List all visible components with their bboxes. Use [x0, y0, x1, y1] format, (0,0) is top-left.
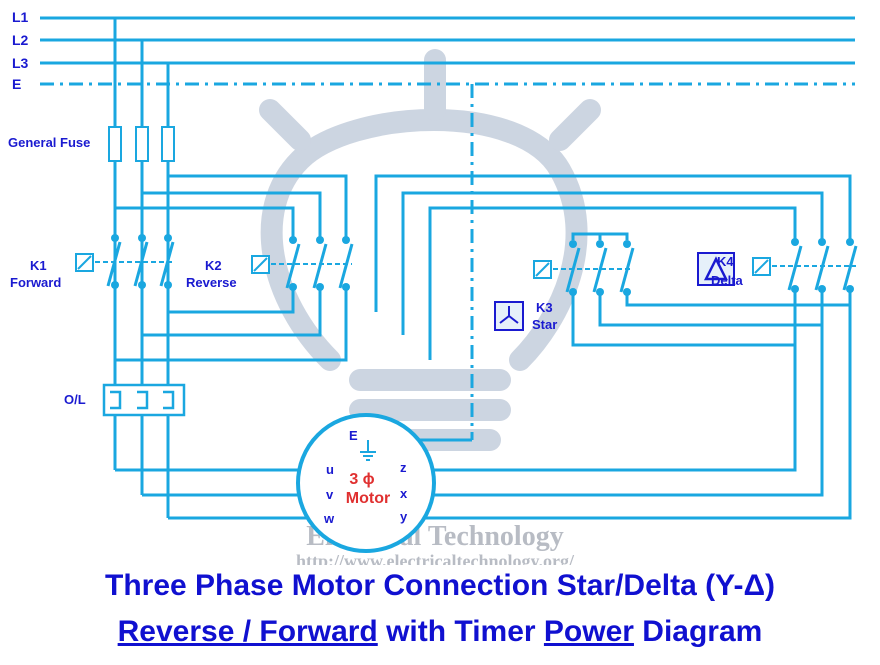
label-k2-reverse: Reverse [186, 275, 237, 290]
label-k3-star: Star [532, 317, 557, 332]
label-general-fuse: General Fuse [8, 135, 90, 150]
general-fuses [108, 126, 175, 162]
power-diagram: Electrical Technology http://www.electri… [8, 9, 858, 565]
diagram-title-line1: Three Phase Motor Connection Star/Delta … [105, 569, 775, 602]
delta-symbol-icon [697, 252, 735, 286]
label-k1: K1 [30, 258, 47, 273]
terminal-x: x [400, 486, 408, 501]
label-k4: K4 [717, 254, 734, 269]
label-k1-forward: Forward [10, 275, 61, 290]
label-l1: L1 [12, 9, 29, 25]
label-k3: K3 [536, 300, 553, 315]
label-overload: O/L [64, 392, 86, 407]
k4-outputs [412, 289, 852, 520]
label-e: E [12, 76, 21, 92]
terminal-v: v [326, 487, 334, 502]
main-verticals [113, 18, 170, 518]
overload-relay [102, 383, 186, 417]
star-symbol-icon [494, 301, 524, 331]
motor [296, 413, 436, 553]
label-k4-delta: Delta [711, 273, 744, 288]
k3-contactor [533, 232, 635, 296]
label-l2: L2 [12, 32, 29, 48]
k2-bus [115, 174, 348, 240]
watermark-url: http://www.electricaltechnology.org/ [296, 551, 575, 565]
motor-phase: 3 ϕ [349, 471, 374, 488]
terminal-y: y [400, 509, 408, 524]
k4-contactor [752, 238, 858, 293]
terminal-u: u [326, 462, 334, 477]
supply-lines [40, 16, 855, 86]
k3-outputs [571, 292, 850, 347]
motor-name: Motor [346, 490, 390, 507]
k1-contactor [75, 234, 175, 289]
label-l3: L3 [12, 55, 29, 71]
title-with-timer: with Timer [377, 615, 544, 648]
diagram-title-line2: Reverse / Forward with Timer Power Diagr… [0, 614, 880, 650]
title-diagram: Diagram [633, 615, 763, 648]
title-power: Power [543, 615, 634, 648]
motor-earth-label: E [349, 428, 358, 443]
k2-outputs [115, 287, 348, 362]
terminal-w: w [323, 511, 335, 526]
terminal-z: z [400, 460, 407, 475]
label-k2: K2 [205, 258, 222, 273]
title-reverse-forward: Reverse / Forward [117, 615, 378, 648]
delta-feeds [374, 174, 852, 360]
motor-inputs [115, 468, 318, 520]
